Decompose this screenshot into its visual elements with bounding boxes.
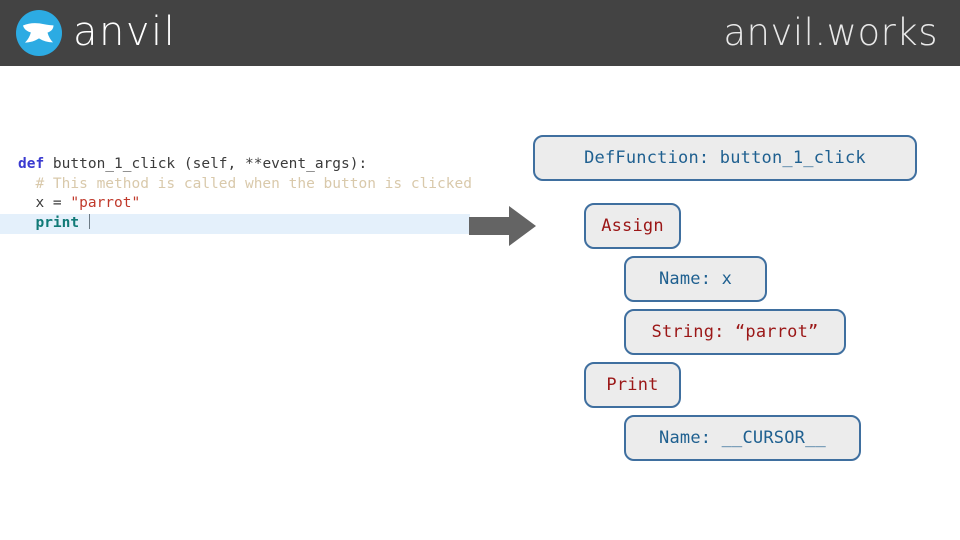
ast-node-deffunction[interactable]: DefFunction: button_1_click	[533, 135, 917, 181]
code-editor-panel[interactable]: def button_1_click (self, **event_args):…	[0, 155, 472, 234]
ast-node-print[interactable]: Print	[584, 362, 681, 408]
ast-node-label: Assign	[601, 216, 664, 236]
page-header: anvil anvil.works	[0, 0, 960, 66]
ast-node-label: DefFunction: button_1_click	[584, 148, 866, 168]
ast-node-label: Name: __CURSOR__	[659, 428, 826, 448]
ast-node-name-x[interactable]: Name: x	[624, 256, 767, 302]
site-name: anvil.works	[723, 11, 938, 54]
code-token-comment: # This method is called when the button …	[18, 175, 472, 192]
ast-node-label: Name: x	[658, 269, 733, 289]
text-cursor	[88, 214, 90, 230]
ast-node-name-cursor[interactable]: Name: __CURSOR__	[624, 415, 861, 461]
ast-node-assign[interactable]: Assign	[584, 203, 681, 249]
brand-name: anvil	[73, 9, 177, 55]
brand-logo-group: anvil	[16, 5, 176, 61]
code-line-print-line[interactable]: print	[0, 214, 470, 234]
code-token-plain: x =	[18, 195, 71, 212]
arrow-right-icon	[469, 205, 537, 251]
code-token-keyword: def	[18, 156, 45, 172]
code-token-plain: button_1_click (self, **event_args):	[44, 156, 368, 172]
code-line-def-line[interactable]: def button_1_click (self, **event_args):	[0, 155, 470, 175]
code-line-comment-line[interactable]: # This method is called when the button …	[0, 175, 472, 195]
ast-node-string-parrot[interactable]: String: “parrot”	[624, 309, 846, 355]
code-token-builtin: print	[35, 215, 80, 232]
code-token-string: "parrot"	[70, 195, 141, 212]
ast-node-label: Print	[606, 375, 659, 395]
ast-node-label: String: “parrot”	[651, 322, 819, 342]
code-line-assign-line[interactable]: x = "parrot"	[0, 194, 470, 214]
anvil-logo-icon	[16, 10, 62, 56]
anvil-glyph-icon	[23, 23, 54, 43]
